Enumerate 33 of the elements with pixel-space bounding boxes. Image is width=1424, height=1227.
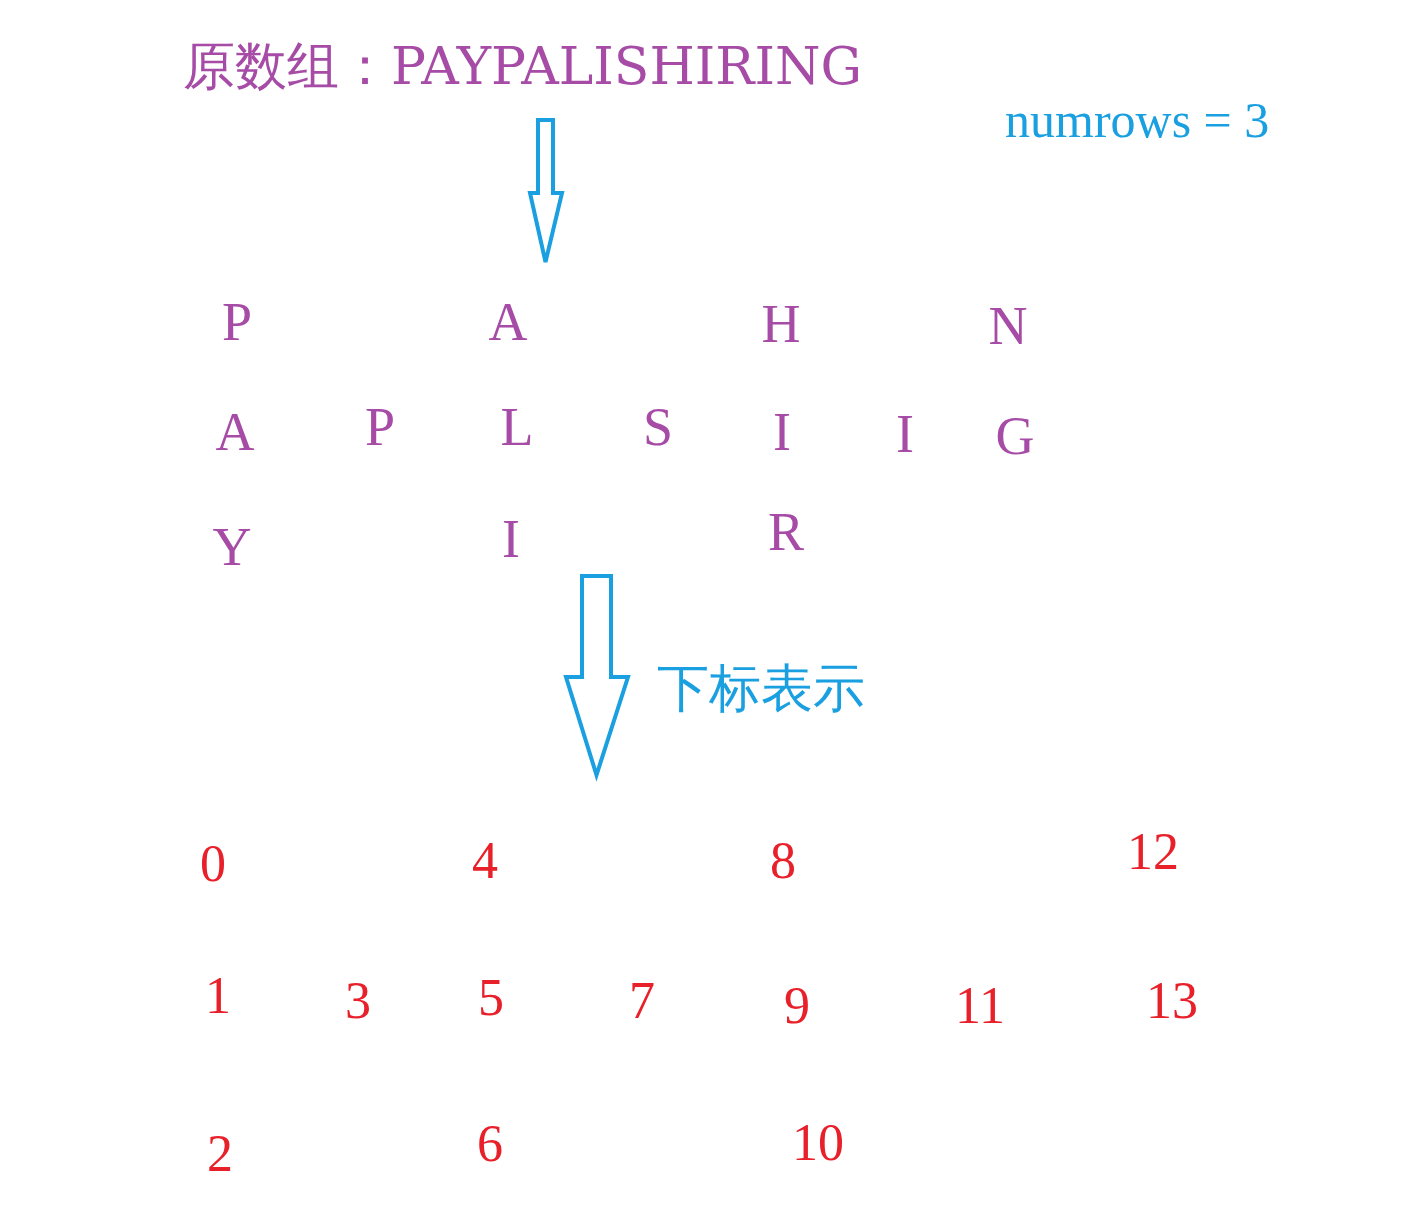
index-number: 5 xyxy=(478,972,504,1024)
letter: I xyxy=(773,405,791,459)
index-number: 4 xyxy=(472,835,498,887)
index-number: 3 xyxy=(345,975,371,1027)
letter: N xyxy=(988,299,1028,353)
letter: I xyxy=(502,512,520,566)
index-number: 11 xyxy=(954,980,1006,1032)
letter: H xyxy=(761,297,801,351)
parameter-text: numrows = 3 xyxy=(1005,95,1270,145)
index-number: 6 xyxy=(477,1118,503,1170)
letter: A xyxy=(215,405,255,459)
title-text: 原数组：PAYPALISHIRING xyxy=(183,40,863,92)
block-arrow xyxy=(527,118,565,264)
letter: G xyxy=(995,409,1035,463)
letter: P xyxy=(365,400,395,454)
letter: A xyxy=(488,295,528,349)
letter: Y xyxy=(212,520,252,574)
block-arrow xyxy=(563,574,631,782)
index-number: 1 xyxy=(205,970,231,1022)
index-number: 10 xyxy=(792,1117,844,1169)
letter: L xyxy=(500,400,534,454)
edge-label: 下标表示 xyxy=(657,662,865,714)
index-number: 2 xyxy=(207,1128,233,1180)
letter: S xyxy=(643,400,673,454)
index-number: 0 xyxy=(200,838,226,890)
letter: R xyxy=(768,505,804,559)
index-number: 8 xyxy=(770,835,796,887)
letter: P xyxy=(222,295,252,349)
index-number: 12 xyxy=(1127,826,1179,878)
letter: I xyxy=(896,407,914,461)
index-number: 9 xyxy=(784,980,810,1032)
index-number: 7 xyxy=(629,975,655,1027)
index-number: 13 xyxy=(1146,975,1198,1027)
